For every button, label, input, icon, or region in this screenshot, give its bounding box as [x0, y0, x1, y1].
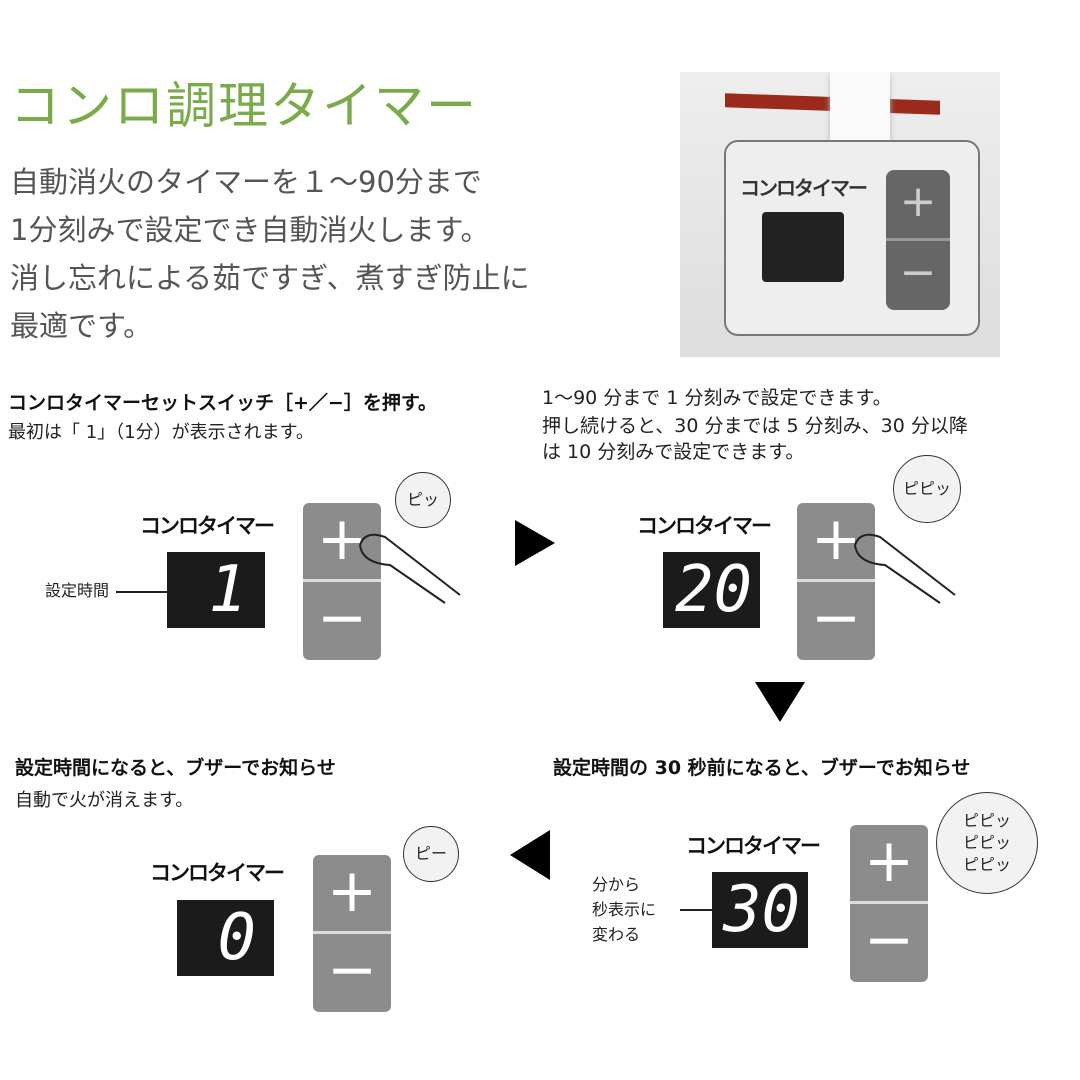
step4-sub: 自動で火が消えます。 [15, 790, 194, 811]
step4-sound-bubble: ピー [403, 826, 459, 882]
arrow-right-icon [515, 520, 555, 566]
step1-sub: 最初は「 1」（1分）が表示されます。 [8, 422, 314, 443]
step4-buttons: + − [313, 855, 391, 1012]
step4-display: 0 [177, 900, 274, 976]
photo-minus-button[interactable]: − [899, 247, 937, 298]
intro-text: 自動消火のタイマーを１～90分まで 1分刻みで設定でき自動消火します。 消し忘れ… [10, 165, 530, 343]
step1-heading: コンロタイマーセットスイッチ［+／−］を押す。 [8, 392, 437, 414]
step4-heading: 設定時間になると、ブザーでお知らせ [15, 757, 336, 779]
finger-icon [854, 533, 956, 604]
step3-timer-label: コンロタイマー [686, 834, 821, 858]
step4-minus-button[interactable]: − [326, 935, 378, 1005]
step3-minus-button[interactable]: − [863, 905, 915, 975]
step1-leader-line [116, 591, 168, 593]
step1-sound-bubble: ピッ [395, 472, 451, 528]
photo-buttons: + − [886, 170, 950, 310]
page-title: コンロ調理タイマー [10, 77, 478, 135]
step1-minus-button[interactable]: − [316, 583, 368, 653]
step1-plus-button[interactable]: + [303, 503, 381, 582]
step4-plus-button[interactable]: + [313, 855, 391, 934]
step3-sound-bubble: ピピッ ピピッ ピピッ [936, 792, 1038, 894]
step3-plus-button[interactable]: + [850, 825, 928, 904]
photo-timer-label: コンロタイマー [740, 176, 868, 200]
photo-timer-panel: コンロタイマー + − [724, 140, 980, 336]
step3-buttons: + − [850, 825, 928, 982]
step3-display: 30 [712, 872, 808, 948]
step2-buttons: + − [797, 503, 875, 660]
step2-plus-button[interactable]: + [797, 503, 875, 582]
arrow-down-icon [755, 682, 805, 722]
step3-callout: 分から 秒表示に 変わる [592, 875, 657, 944]
step1-callout: 設定時間 [45, 581, 110, 600]
step4-timer-label: コンロタイマー [150, 861, 285, 885]
photo-plus-button[interactable]: + [886, 170, 950, 241]
step2-display: 20 [663, 552, 760, 628]
step1-display: 1 [167, 552, 265, 628]
step2-timer-label: コンロタイマー [637, 514, 772, 538]
step2-sub: 押し続けると、30 分までは 5 分刻み、30 分以降 は 10 分刻みで設定で… [542, 415, 968, 463]
step2-sound-bubble: ピピッ [893, 455, 961, 523]
product-photo: コンロタイマー + − [680, 72, 1000, 357]
photo-display [762, 212, 844, 282]
step1-buttons: + − [303, 503, 381, 660]
step1-timer-label: コンロタイマー [140, 514, 275, 538]
step2-heading: 1～90 分まで 1 分刻みで設定できます。 [542, 387, 892, 409]
step3-leader-line [680, 909, 713, 911]
arrow-left-icon [510, 830, 550, 880]
step3-heading: 設定時間の 30 秒前になると、ブザーでお知らせ [553, 757, 971, 779]
finger-icon [359, 533, 461, 604]
step2-minus-button[interactable]: − [810, 583, 862, 653]
